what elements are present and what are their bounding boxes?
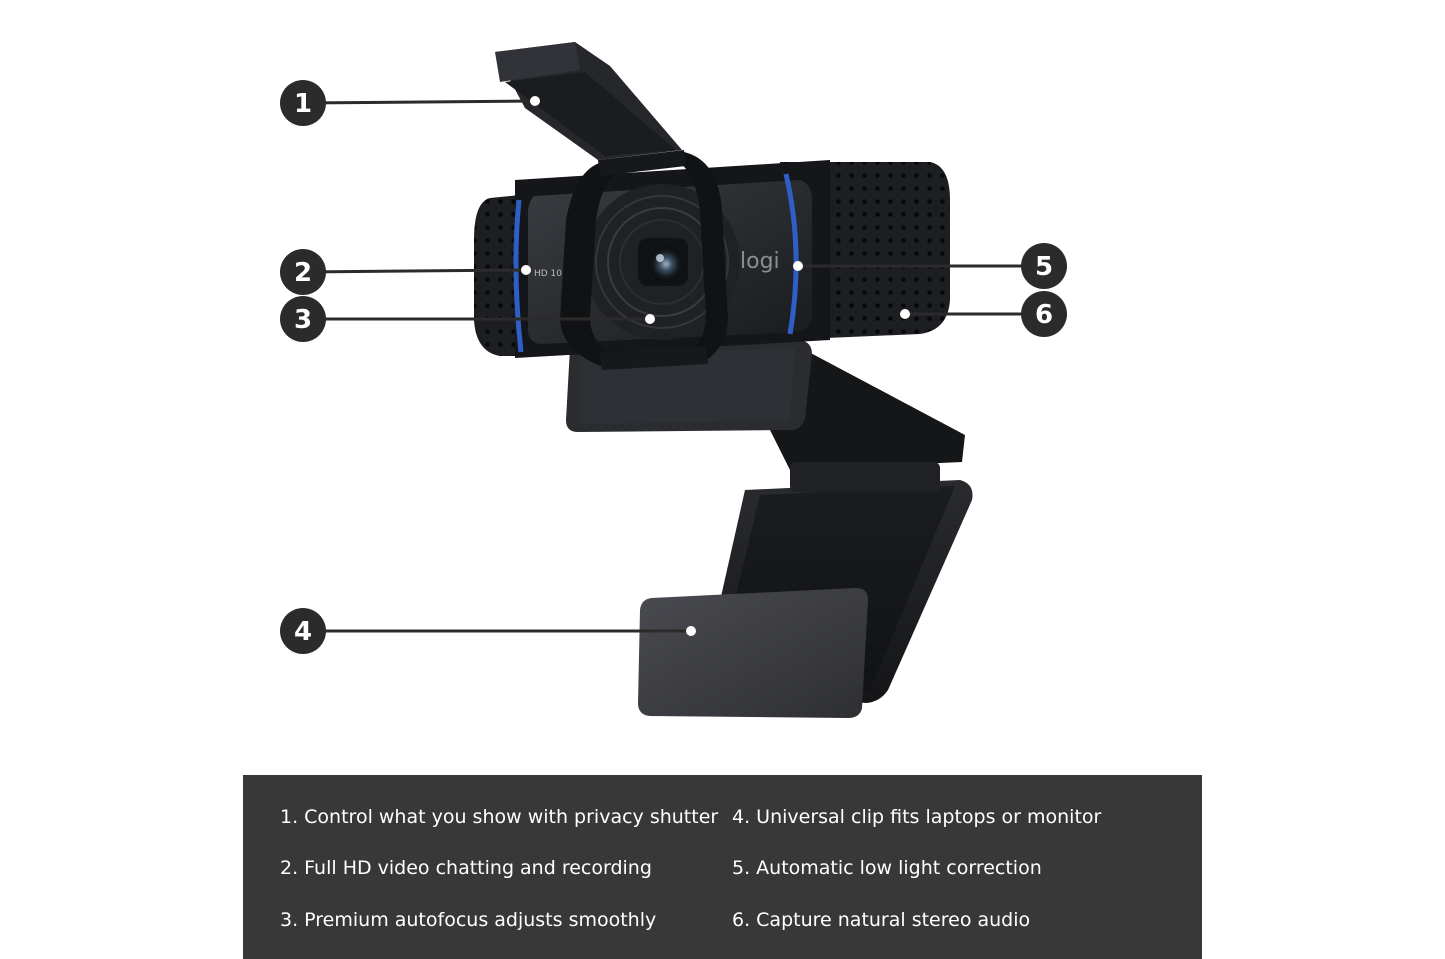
callout-badge-5: 5 [1021,243,1067,289]
marker-dot-2 [521,265,531,275]
marker-dot-6 [900,309,910,319]
callout-dots [521,96,910,636]
callout-badge-6: 6 [1021,291,1067,337]
marker-dot-4 [686,626,696,636]
logo-mark: logi [740,249,780,274]
callout-badge-2: 2 [280,249,326,295]
svg-text:4: 4 [294,617,312,647]
callout-lines [302,99,1044,633]
feature-item-3: 3. Premium autofocus adjusts smoothly [280,909,657,931]
feature-item-1: 1. Control what you show with privacy sh… [280,806,719,828]
marker-dot-5 [793,261,803,271]
feature-item-2: 2. Full HD video chatting and recording [280,857,652,879]
marker-dot-1 [530,96,540,106]
callout-badge-3: 3 [280,296,326,342]
feature-list-panel: 1. Control what you show with privacy sh… [243,775,1202,959]
feature-item-4: 4. Universal clip fits laptops or monito… [732,806,1102,828]
universal-clip [638,350,973,718]
callout-badge-1: 1 [280,80,326,126]
svg-text:3: 3 [294,305,312,335]
marker-dot-3 [645,314,655,324]
lens-icon [648,246,684,282]
svg-text:5: 5 [1035,252,1053,282]
svg-text:2: 2 [294,258,312,288]
feature-item-6: 6. Capture natural stereo audio [732,909,1031,931]
webcam-diagram: logi HD 10 [280,42,1067,718]
svg-text:1: 1 [294,89,312,119]
callout-badge-4: 4 [280,608,326,654]
feature-item-5: 5. Automatic low light correction [732,857,1042,879]
model-mark: HD 10 [534,269,562,279]
privacy-shutter [495,42,728,370]
svg-text:6: 6 [1035,300,1053,330]
